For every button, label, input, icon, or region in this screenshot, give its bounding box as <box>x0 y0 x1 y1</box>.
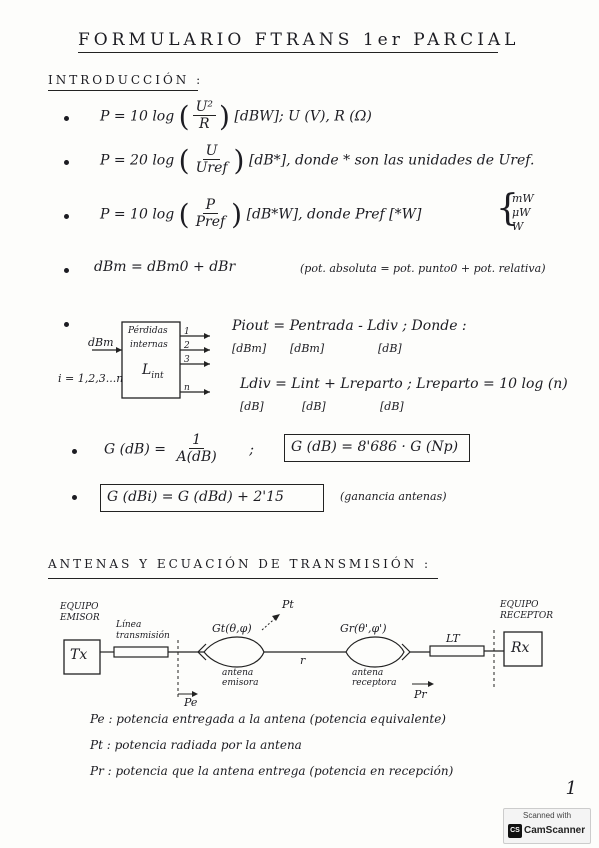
bullet <box>64 214 69 219</box>
formula-units: [dBW]; U (V), R (Ω) <box>234 108 372 125</box>
section-heading-antenas: ANTENAS Y ECUACIÓN DE TRANSMISIÓN : <box>48 557 432 571</box>
antena-receptora-label: antena receptora <box>352 668 397 688</box>
definition-pt: Pt : potencia radiada por la antena <box>90 738 302 752</box>
pt-label: Pt <box>282 598 294 611</box>
formula-dbm: dBm = dBm0 + dBr <box>94 259 236 275</box>
formula-dbi-note: (ganancia antenas) <box>340 490 447 503</box>
port-label: 3 <box>184 355 190 365</box>
bullet <box>64 160 69 165</box>
camscanner-logo-icon: CS <box>508 824 522 838</box>
boxed-formula-text: G (dBi) = G (dBd) + 2'15 <box>107 489 284 505</box>
unit-options: mW μW W <box>512 192 534 234</box>
fraction-numerator: U² <box>192 99 216 117</box>
pr-label: Pr <box>414 688 427 701</box>
boxed-formula-dbi: G (dBi) = G (dBd) + 2'15 <box>100 484 324 512</box>
bullet <box>72 449 77 454</box>
fraction-denominator: Pref <box>195 214 226 231</box>
title-underline <box>78 52 498 53</box>
antena-emisora-label: antena emisora <box>222 668 259 688</box>
unit-option: μW <box>512 206 531 219</box>
page-number: 1 <box>565 778 577 799</box>
block-box-line2: internas <box>130 340 168 350</box>
equation-pout: Piout = Pentrada - Ldiv ; Donde : <box>232 318 467 334</box>
block-box-l: L <box>142 362 152 378</box>
page-title: FORMULARIO FTRANS 1er PARCIAL <box>78 30 520 50</box>
unit-label: [dB] <box>378 342 402 355</box>
block-input-label: dBm <box>88 336 114 349</box>
gr-label: Gr(θ',φ') <box>340 622 387 635</box>
port-label: n <box>184 383 190 393</box>
unit-label: [dB] <box>380 400 404 413</box>
fraction-numerator: U <box>202 143 221 161</box>
fraction-denominator: Uref <box>195 160 228 177</box>
intro-underline <box>48 90 198 91</box>
fraction-numerator: P <box>202 197 219 215</box>
scanner-brand: CamScanner <box>524 825 586 836</box>
bullet <box>64 116 69 121</box>
bullet <box>64 268 69 273</box>
bullet <box>72 495 77 500</box>
tx-box-label: Tx <box>70 647 88 663</box>
formula-lhs: P = 10 log <box>100 206 175 223</box>
fraction-denominator: A(dB) <box>176 449 217 466</box>
fraction-numerator: 1 <box>189 432 205 450</box>
boxed-formula-neper: G (dB) = 8'686 · G (Np) <box>284 434 470 462</box>
unit-label: [dBm] <box>232 342 267 355</box>
block-box-line1: Pérdidas <box>128 326 168 336</box>
equation-ldiv: Ldiv = Lint + Lreparto ; Lreparto = 10 l… <box>240 376 568 392</box>
port-label: 2 <box>184 341 190 351</box>
camscanner-watermark: Scanned with CS CamScanner <box>503 808 591 844</box>
linea-label: Línea transmisión <box>116 620 170 641</box>
formula-lhs: G (dB) = <box>104 441 166 458</box>
lt-label: LT <box>446 632 460 645</box>
definition-pe: Pe : potencia entregada a la antena (pot… <box>90 712 446 726</box>
curly-brace: { <box>496 188 519 229</box>
formula-units: [dB*W], donde Pref [*W] <box>246 206 422 223</box>
formula-lhs: P = 20 log <box>100 152 175 169</box>
emisor-label: EQUIPO EMISOR <box>60 602 100 623</box>
unit-label: [dB] <box>240 400 264 413</box>
scanner-caption: Scanned with <box>522 811 572 820</box>
unit-option: mW <box>512 192 534 205</box>
unit-label: [dBm] <box>290 342 325 355</box>
antenas-underline <box>48 578 438 579</box>
unit-label: [dB] <box>302 400 326 413</box>
formula-lhs: P = 10 log <box>100 108 175 125</box>
block-box-symbol: Lint <box>142 362 164 381</box>
definition-pr: Pr : potencia que la antena entrega (pot… <box>90 764 454 778</box>
rx-box-label: Rx <box>511 640 530 656</box>
distance-label: r <box>300 654 306 667</box>
block-box-sub: int <box>151 370 164 381</box>
section-heading-intro: INTRODUCCIÓN : <box>48 73 204 87</box>
gt-label: Gt(θ,φ) <box>212 622 252 635</box>
bullet <box>64 322 69 327</box>
block-index-label: i = 1,2,3...n <box>58 372 124 385</box>
separator: ; <box>249 441 254 458</box>
formula-dbm-note: (pot. absoluta = pot. punto0 + pot. rela… <box>300 262 546 275</box>
boxed-formula-text: G (dB) = 8'686 · G (Np) <box>291 439 459 455</box>
port-label: 1 <box>184 327 190 337</box>
receptor-label: EQUIPO RECEPTOR <box>500 600 554 621</box>
formula-units: [dB*], donde * son las unidades de Uref. <box>248 152 535 169</box>
fraction-denominator: R <box>199 116 210 133</box>
unit-option: W <box>512 220 524 233</box>
pe-label: Pe <box>184 696 198 709</box>
